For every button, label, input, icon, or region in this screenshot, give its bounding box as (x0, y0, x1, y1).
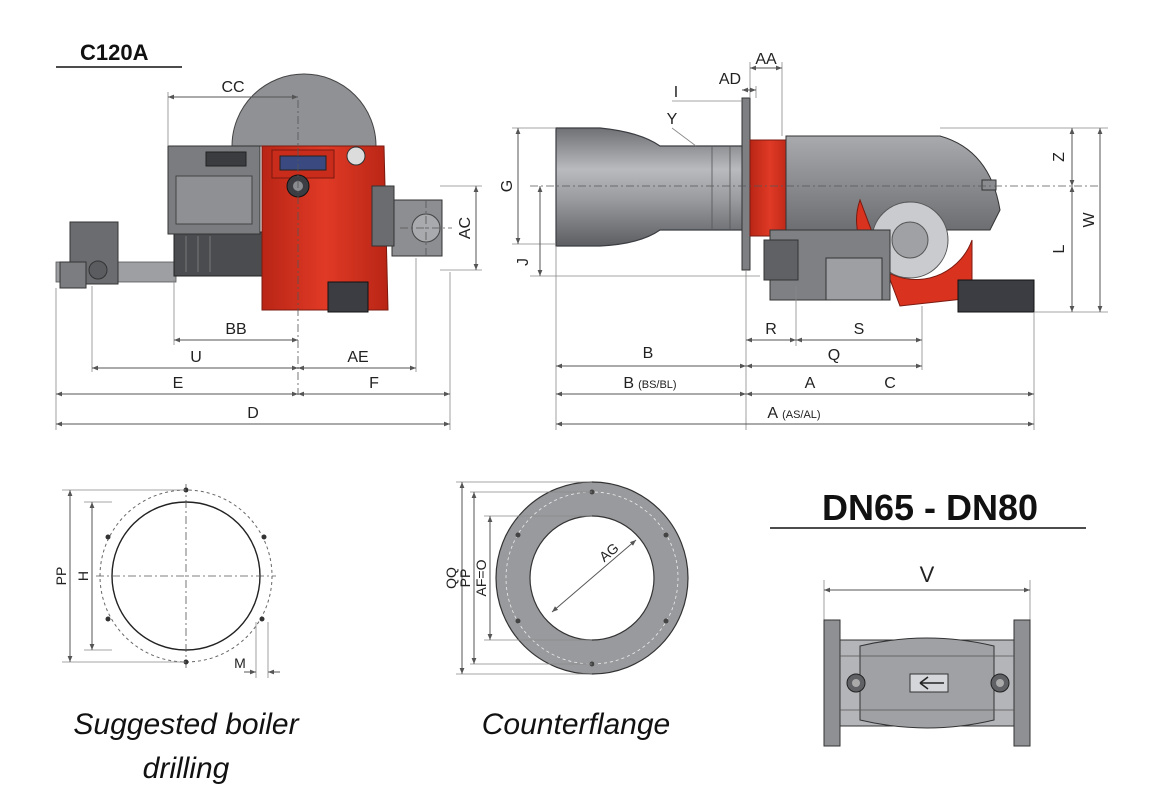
dim-PP-counterflange: PP (457, 569, 473, 588)
model-title: C120A (80, 40, 149, 65)
dim-BB: BB (225, 321, 246, 338)
dim-H: H (75, 571, 91, 581)
dim-G: G (499, 180, 516, 192)
dim-I: I (674, 84, 678, 101)
dim-AD: AD (719, 71, 741, 88)
dim-AF-O: AF=O (473, 559, 489, 596)
dim-B: B (643, 345, 654, 362)
dim-Y: Y (667, 111, 678, 128)
dim-AC: AC (457, 217, 474, 239)
dim-F: F (369, 375, 379, 392)
side-view-dimensions: AA AD I Y G J Z L W R S (499, 51, 1108, 430)
dim-U: U (190, 349, 202, 366)
dim-AA: AA (755, 51, 777, 68)
dim-V: V (920, 562, 935, 587)
dim-A: A (805, 375, 816, 392)
front-view-burner (55, 73, 443, 313)
dim-B-BSBL: B(BS/BL) (623, 375, 676, 392)
counterflange-drawing: AG QQ PP AF=O (443, 481, 689, 675)
dim-D: D (247, 405, 259, 422)
dim-C: C (884, 375, 896, 392)
dn-valve-drawing: V (823, 562, 1031, 747)
dim-PP-drilling: PP (53, 567, 69, 586)
dim-Q: Q (828, 347, 840, 364)
dim-AE: AE (347, 349, 368, 366)
dim-J: J (515, 258, 532, 266)
dim-E: E (173, 375, 184, 392)
boiler-drilling-drawing: PP H M (53, 484, 280, 678)
caption-boiler-drilling-line2: drilling (143, 752, 230, 785)
dim-M: M (234, 655, 246, 671)
caption-boiler-drilling-line1: Suggested boiler (73, 708, 299, 741)
dim-W: W (1081, 212, 1098, 228)
valve-title: DN65 - DN80 (822, 487, 1038, 528)
dim-Z: Z (1051, 152, 1068, 162)
front-view-dimensions: CC AC BB U AE E F D (55, 79, 482, 430)
side-view-burner (555, 97, 1035, 313)
dim-S: S (854, 321, 865, 338)
dim-A-ASAL: A(AS/AL) (767, 405, 820, 422)
dim-CC: CC (221, 79, 244, 96)
dim-L: L (1051, 244, 1068, 253)
dim-R: R (765, 321, 777, 338)
caption-counterflange: Counterflange (482, 708, 670, 741)
dim-QQ: QQ (443, 567, 459, 589)
